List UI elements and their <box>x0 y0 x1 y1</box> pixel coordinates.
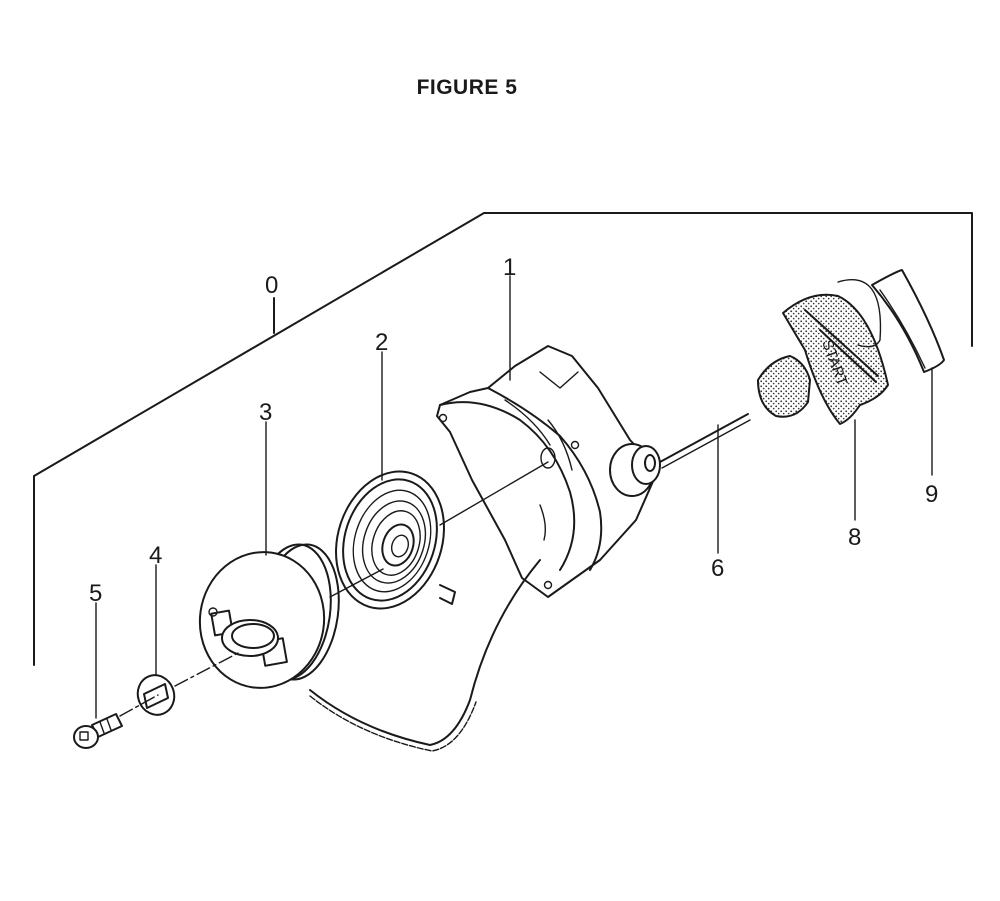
leader-lines <box>95 275 933 719</box>
callout-1: 1 <box>503 254 516 281</box>
grip-cover <box>871 269 945 373</box>
starter-case <box>436 345 661 598</box>
callout-2: 2 <box>375 329 388 356</box>
starter-reel <box>198 543 340 689</box>
starter-handle: START <box>757 279 889 425</box>
callout-4: 4 <box>149 542 162 569</box>
recoil-spring <box>335 470 456 610</box>
callout-9: 9 <box>925 481 938 508</box>
callout-6: 6 <box>711 555 724 582</box>
starter-rope <box>309 413 751 752</box>
bolt <box>73 713 123 749</box>
figure-title: FIGURE 5 <box>416 76 518 99</box>
callout-8: 8 <box>848 524 861 551</box>
callout-5: 5 <box>89 580 102 607</box>
callout-0: 0 <box>265 272 278 299</box>
washer <box>136 674 176 716</box>
callout-3: 3 <box>259 399 272 426</box>
assembly-bracket <box>33 212 973 666</box>
